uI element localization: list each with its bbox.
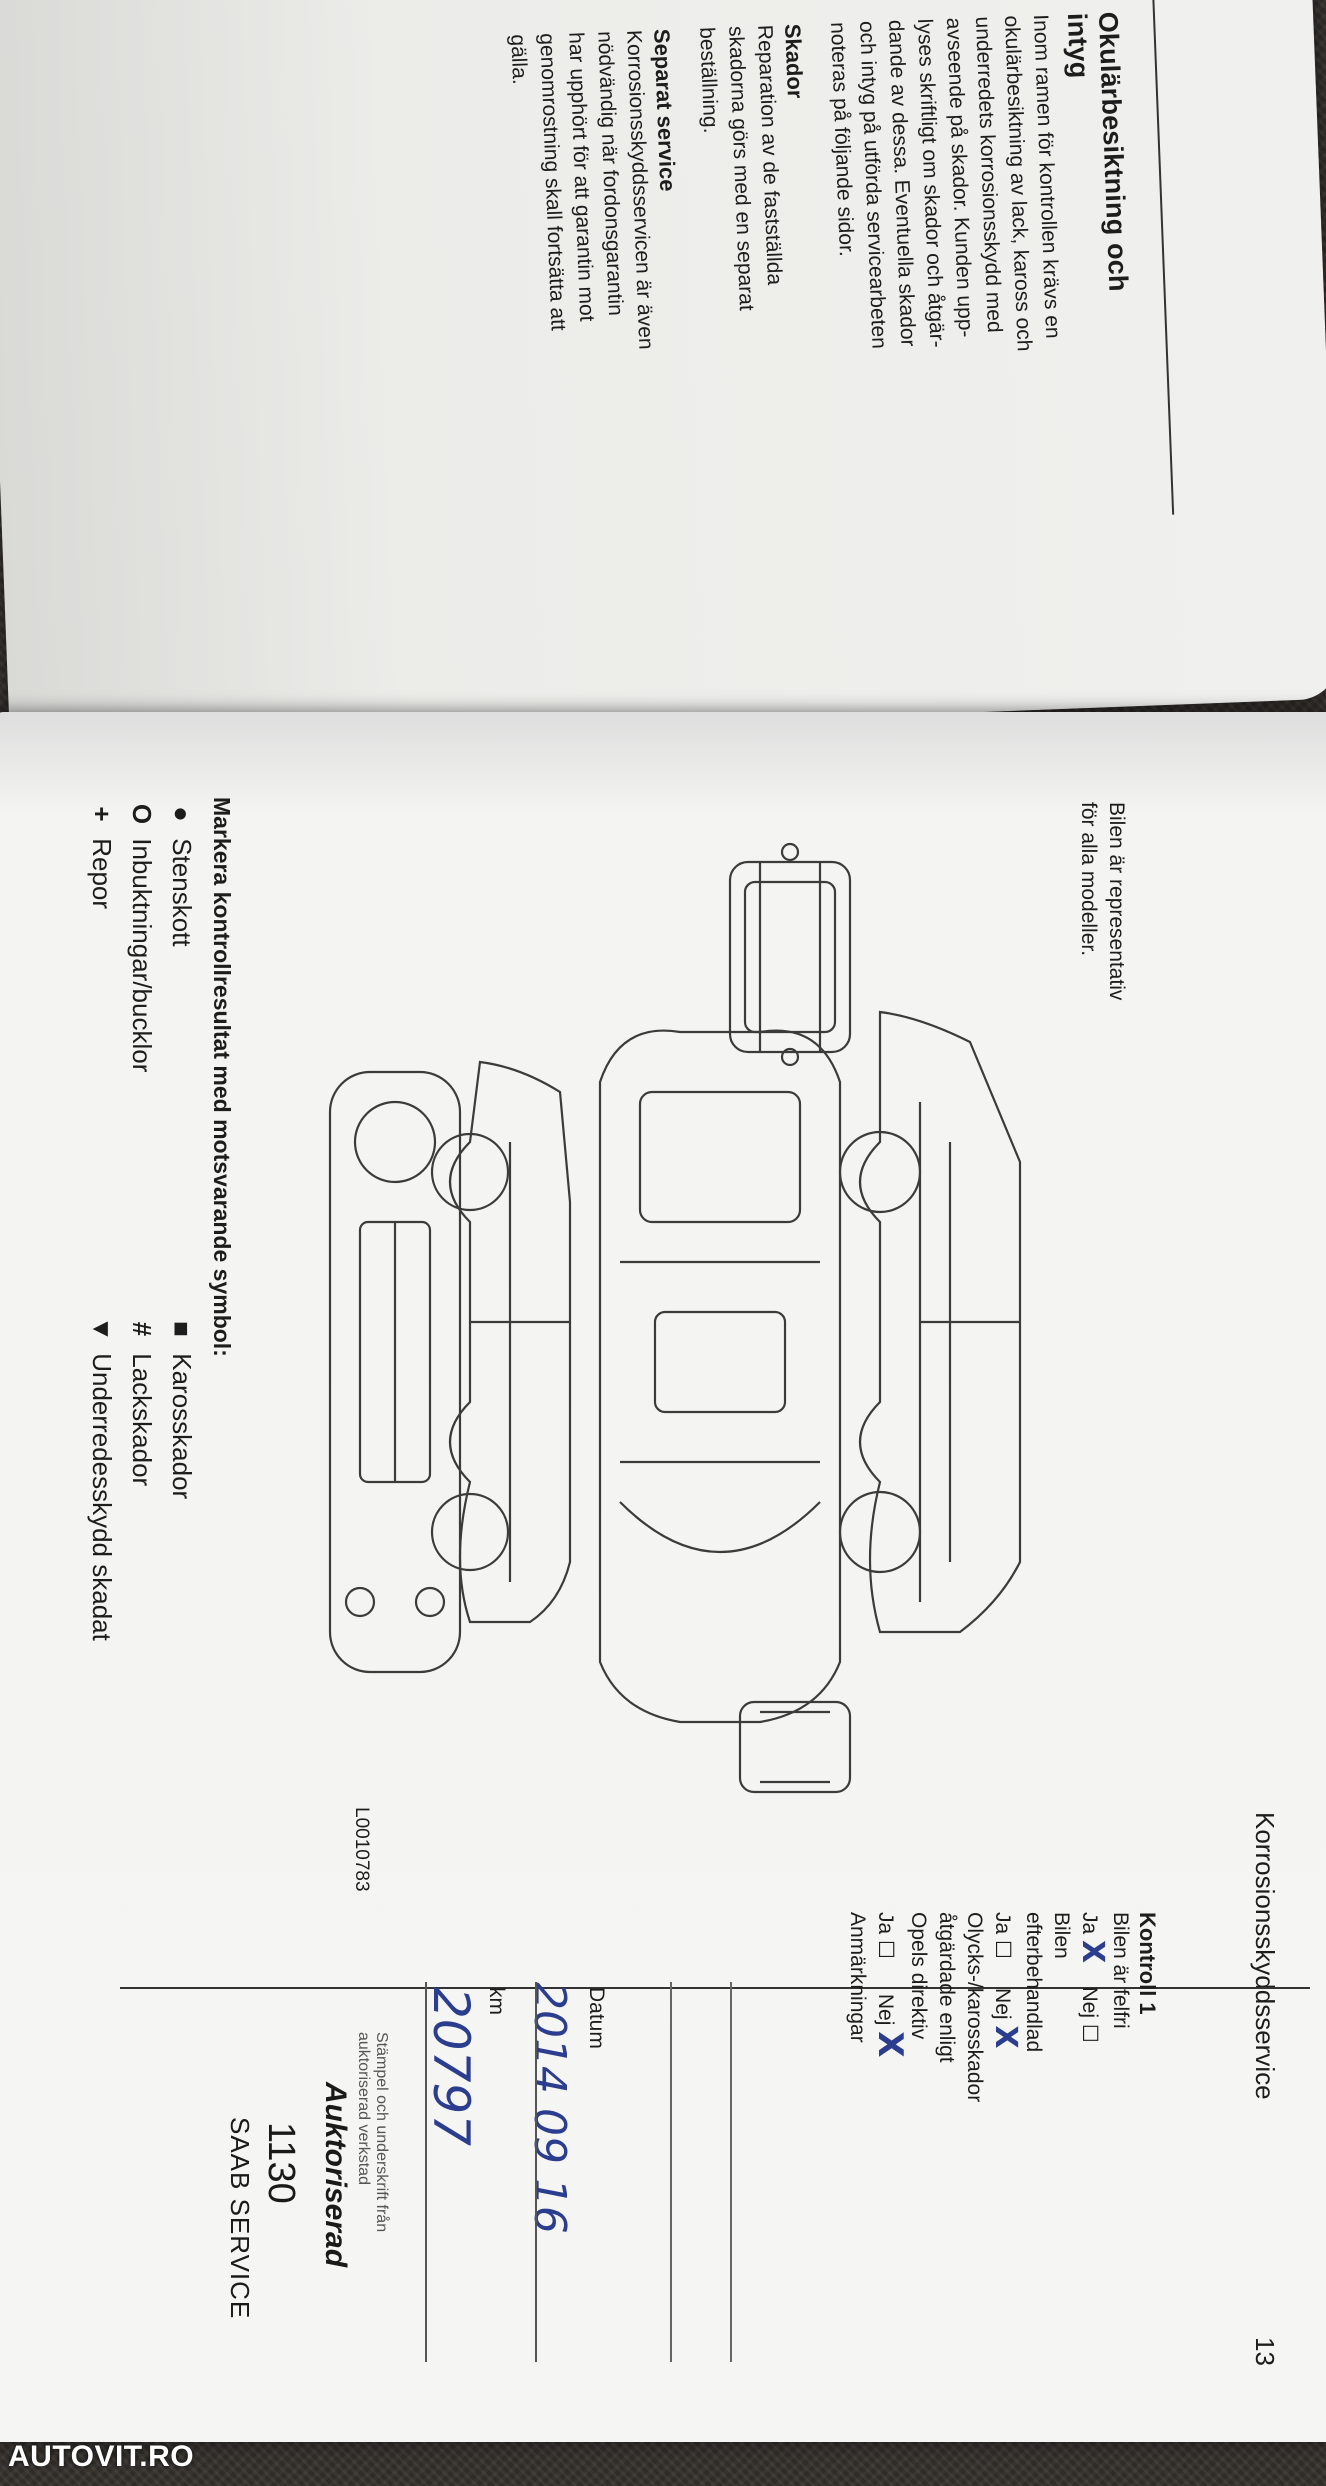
car-front-view bbox=[728, 842, 852, 1067]
form-divider bbox=[120, 1987, 1310, 1989]
q2-ja-checkbox[interactable]: ☐ bbox=[991, 1940, 1014, 1959]
bottom-page: Korrosionsskyddsservice 13 Bilen är repr… bbox=[0, 712, 1326, 2442]
q1-answers: Ja X Nej ☐ bbox=[1075, 1912, 1110, 2043]
car-rear-view bbox=[738, 1700, 852, 1794]
km-value[interactable]: 20797 bbox=[422, 1987, 480, 2147]
watermark: AUTOVIT.RO bbox=[8, 2440, 195, 2473]
stamp-brand: SAAB SERVICE bbox=[225, 2117, 255, 2320]
car-top-view bbox=[598, 1029, 842, 1724]
q1-label: Bilen är felfri bbox=[1109, 1912, 1132, 2029]
q2-label: Bilen efterbehandlad bbox=[1022, 1912, 1073, 2053]
legend-label: Lackskador bbox=[127, 1353, 157, 1487]
legend-label: Underredesskydd skadat bbox=[87, 1353, 117, 1641]
legend-item: O Inbuktningar/bucklor bbox=[122, 797, 162, 1357]
datum-label: Datum bbox=[585, 1987, 608, 2049]
remarks-label: Anmärkningar bbox=[846, 1912, 869, 2043]
legend-label: Repor bbox=[87, 838, 117, 910]
q1-ja-checkbox[interactable]: X bbox=[1075, 1940, 1110, 1964]
stamp-auktoriserad: Auktoriserad bbox=[319, 2082, 352, 2268]
q3-nej-checkbox[interactable]: X bbox=[870, 2031, 910, 2058]
car-underbody-view bbox=[328, 1070, 462, 1674]
km-line bbox=[425, 1982, 427, 2362]
car-diagram bbox=[328, 842, 1022, 1794]
legend-item: ▼ Underredesskydd skadat bbox=[82, 1312, 122, 1912]
legend-right-column: ■ Karosskador # Lackskador ▼ Underredess… bbox=[82, 1312, 202, 1912]
underbody-damage-symbol-icon: ▼ bbox=[87, 1316, 117, 1342]
remarks-line bbox=[730, 1982, 732, 2362]
stamp-caption-line: Stämpel och underskrift från bbox=[373, 2032, 390, 2233]
section-title: Korrosionsskyddsservice bbox=[1250, 1812, 1280, 2100]
stone-chip-symbol-icon: ● bbox=[167, 806, 197, 822]
remarks-line bbox=[670, 1982, 672, 2362]
q1-nej-checkbox[interactable]: ☐ bbox=[1078, 2023, 1101, 2043]
scratch-symbol-icon: + bbox=[87, 806, 117, 822]
page-number: 13 bbox=[1250, 2337, 1280, 2366]
legend-item: # Lackskador bbox=[122, 1312, 162, 1912]
legend-label: Stenskott bbox=[167, 838, 197, 947]
legend-left-column: ● Stenskott O Inbuktningar/bucklor + Rep… bbox=[82, 797, 202, 1357]
datum-line bbox=[535, 1982, 537, 2362]
km-label: km bbox=[485, 1987, 508, 2015]
diagram-code: L0010783 bbox=[351, 1807, 372, 1892]
stamp-caption: Stämpel och underskrift från auktorisera… bbox=[354, 2032, 390, 2232]
legend-item: + Repor bbox=[82, 797, 122, 1357]
legend-heading: Markera kontrollresultat med motsvarande… bbox=[209, 797, 235, 1357]
datum-value[interactable]: 2014 09 16 bbox=[524, 1982, 575, 2234]
legend-label: Karosskador bbox=[167, 1353, 197, 1500]
stamp-caption-line: auktoriserad verkstad bbox=[355, 2032, 372, 2185]
q3-label-2: Opels direktiv bbox=[907, 1912, 930, 2040]
body-damage-symbol-icon: ■ bbox=[167, 1321, 197, 1337]
q3-ja-checkbox[interactable]: ☐ bbox=[874, 1940, 897, 1959]
dent-symbol-icon: O bbox=[127, 803, 157, 825]
kontroll-form: Kontroll 1 Bilen är felfri Ja X Nej ☐ Bi… bbox=[843, 1912, 1160, 2102]
q3-label-1: Olycks-/karosskador åtgärdade enligt bbox=[935, 1912, 986, 2103]
q3-answers: Ja ☐ Nej X bbox=[870, 1912, 910, 2058]
kontroll-title: Kontroll 1 bbox=[1135, 1912, 1160, 2015]
legend-item: ■ Karosskador bbox=[162, 1312, 202, 1912]
stamp-number: 1130 bbox=[260, 2122, 302, 2204]
q2-nej-checkbox[interactable]: X bbox=[988, 2025, 1023, 2049]
divider bbox=[1152, 0, 1175, 515]
inspection-heading: Okulärbesiktning och intyg bbox=[1061, 11, 1134, 293]
legend-label: Inbuktningar/bucklor bbox=[127, 838, 157, 1073]
q2-answers: Ja ☐ Nej X bbox=[988, 1912, 1023, 2049]
paint-damage-symbol-icon: # bbox=[127, 1321, 157, 1337]
car-side-view-right bbox=[838, 1010, 1022, 1634]
car-side-view-left bbox=[430, 1060, 572, 1624]
legend-item: ● Stenskott bbox=[162, 797, 202, 1357]
top-page: Okulärbesiktning och intyg Inom ramen fö… bbox=[0, 0, 1326, 750]
legend: Markera kontrollresultat med motsvarande… bbox=[208, 797, 235, 1357]
inspection-text-block: Okulärbesiktning och intyg Inom ramen fö… bbox=[503, 11, 1135, 371]
